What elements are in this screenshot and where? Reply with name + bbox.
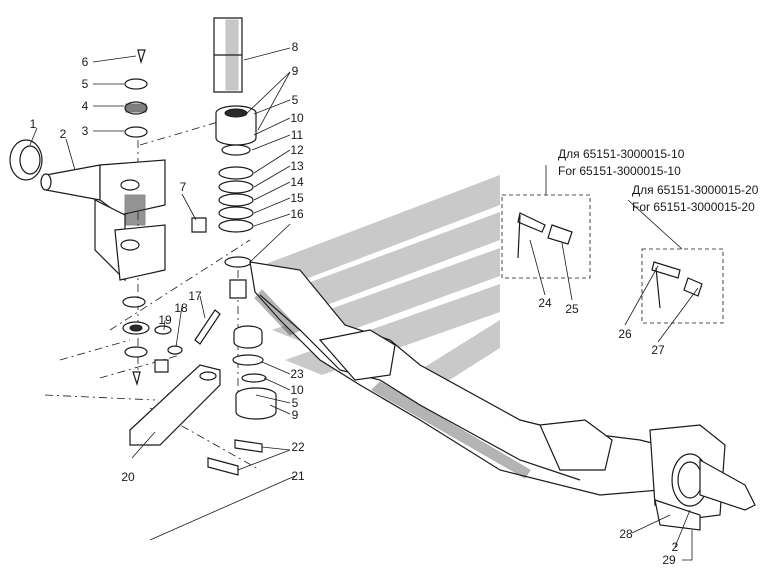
note-v20-en: For 65151-3000015-20 [632, 200, 755, 214]
callout-10-b: 10 [290, 383, 304, 397]
callout-28: 28 [619, 527, 633, 541]
callout-21: 21 [291, 469, 305, 483]
callout-27: 27 [651, 343, 665, 357]
callout-9: 9 [292, 64, 299, 78]
callout-5-c: 5 [292, 396, 299, 410]
callout-20: 20 [121, 470, 135, 484]
callout-19: 19 [158, 313, 172, 327]
callout-24: 24 [538, 296, 552, 310]
callout-2: 2 [60, 127, 67, 141]
left-small-parts [122, 49, 221, 387]
note-v10-en: For 65151-3000015-10 [558, 164, 681, 178]
callout-12: 12 [290, 143, 304, 157]
variant-10-inset [501, 194, 591, 279]
callout-25: 25 [565, 302, 579, 316]
callout-3: 3 [82, 124, 89, 138]
steering-arm [129, 364, 263, 476]
callout-15: 15 [290, 191, 304, 205]
variant-20-inset [641, 248, 724, 324]
callout-4: 4 [82, 99, 89, 113]
axle-beam [249, 261, 691, 496]
callout-9-b: 9 [292, 408, 299, 422]
callout-6: 6 [82, 55, 89, 69]
callout-labels: 1 2 3 4 5 6 7 8 9 5 10 11 12 13 14 15 16… [30, 40, 679, 567]
callout-8: 8 [292, 40, 299, 54]
steering-knuckle-left [40, 159, 166, 282]
callout-17: 17 [188, 289, 202, 303]
kingpin-stack [213, 17, 277, 420]
callout-26: 26 [618, 327, 632, 341]
callout-2-b: 2 [672, 540, 679, 554]
callout-11: 11 [291, 128, 304, 142]
callout-5-b: 5 [292, 93, 299, 107]
note-v10-ru: Для 65151-3000015-10 [558, 147, 685, 161]
steering-knuckle-right [649, 424, 756, 531]
callout-22: 22 [291, 440, 305, 454]
hub-ring [9, 139, 43, 181]
callout-10: 10 [290, 111, 304, 125]
callout-13: 13 [290, 159, 304, 173]
callout-16: 16 [290, 207, 304, 221]
callout-1: 1 [30, 117, 37, 131]
callout-7: 7 [180, 180, 187, 194]
callout-29: 29 [662, 553, 676, 567]
note-v20-ru: Для 65151-3000015-20 [632, 183, 759, 197]
callout-5: 5 [82, 77, 89, 91]
callout-18: 18 [174, 301, 188, 315]
leader-lines [29, 47, 699, 561]
variant-notes: Для 65151-3000015-10 For 65151-3000015-1… [558, 147, 759, 214]
callout-23: 23 [290, 367, 304, 381]
callout-14: 14 [290, 175, 304, 189]
